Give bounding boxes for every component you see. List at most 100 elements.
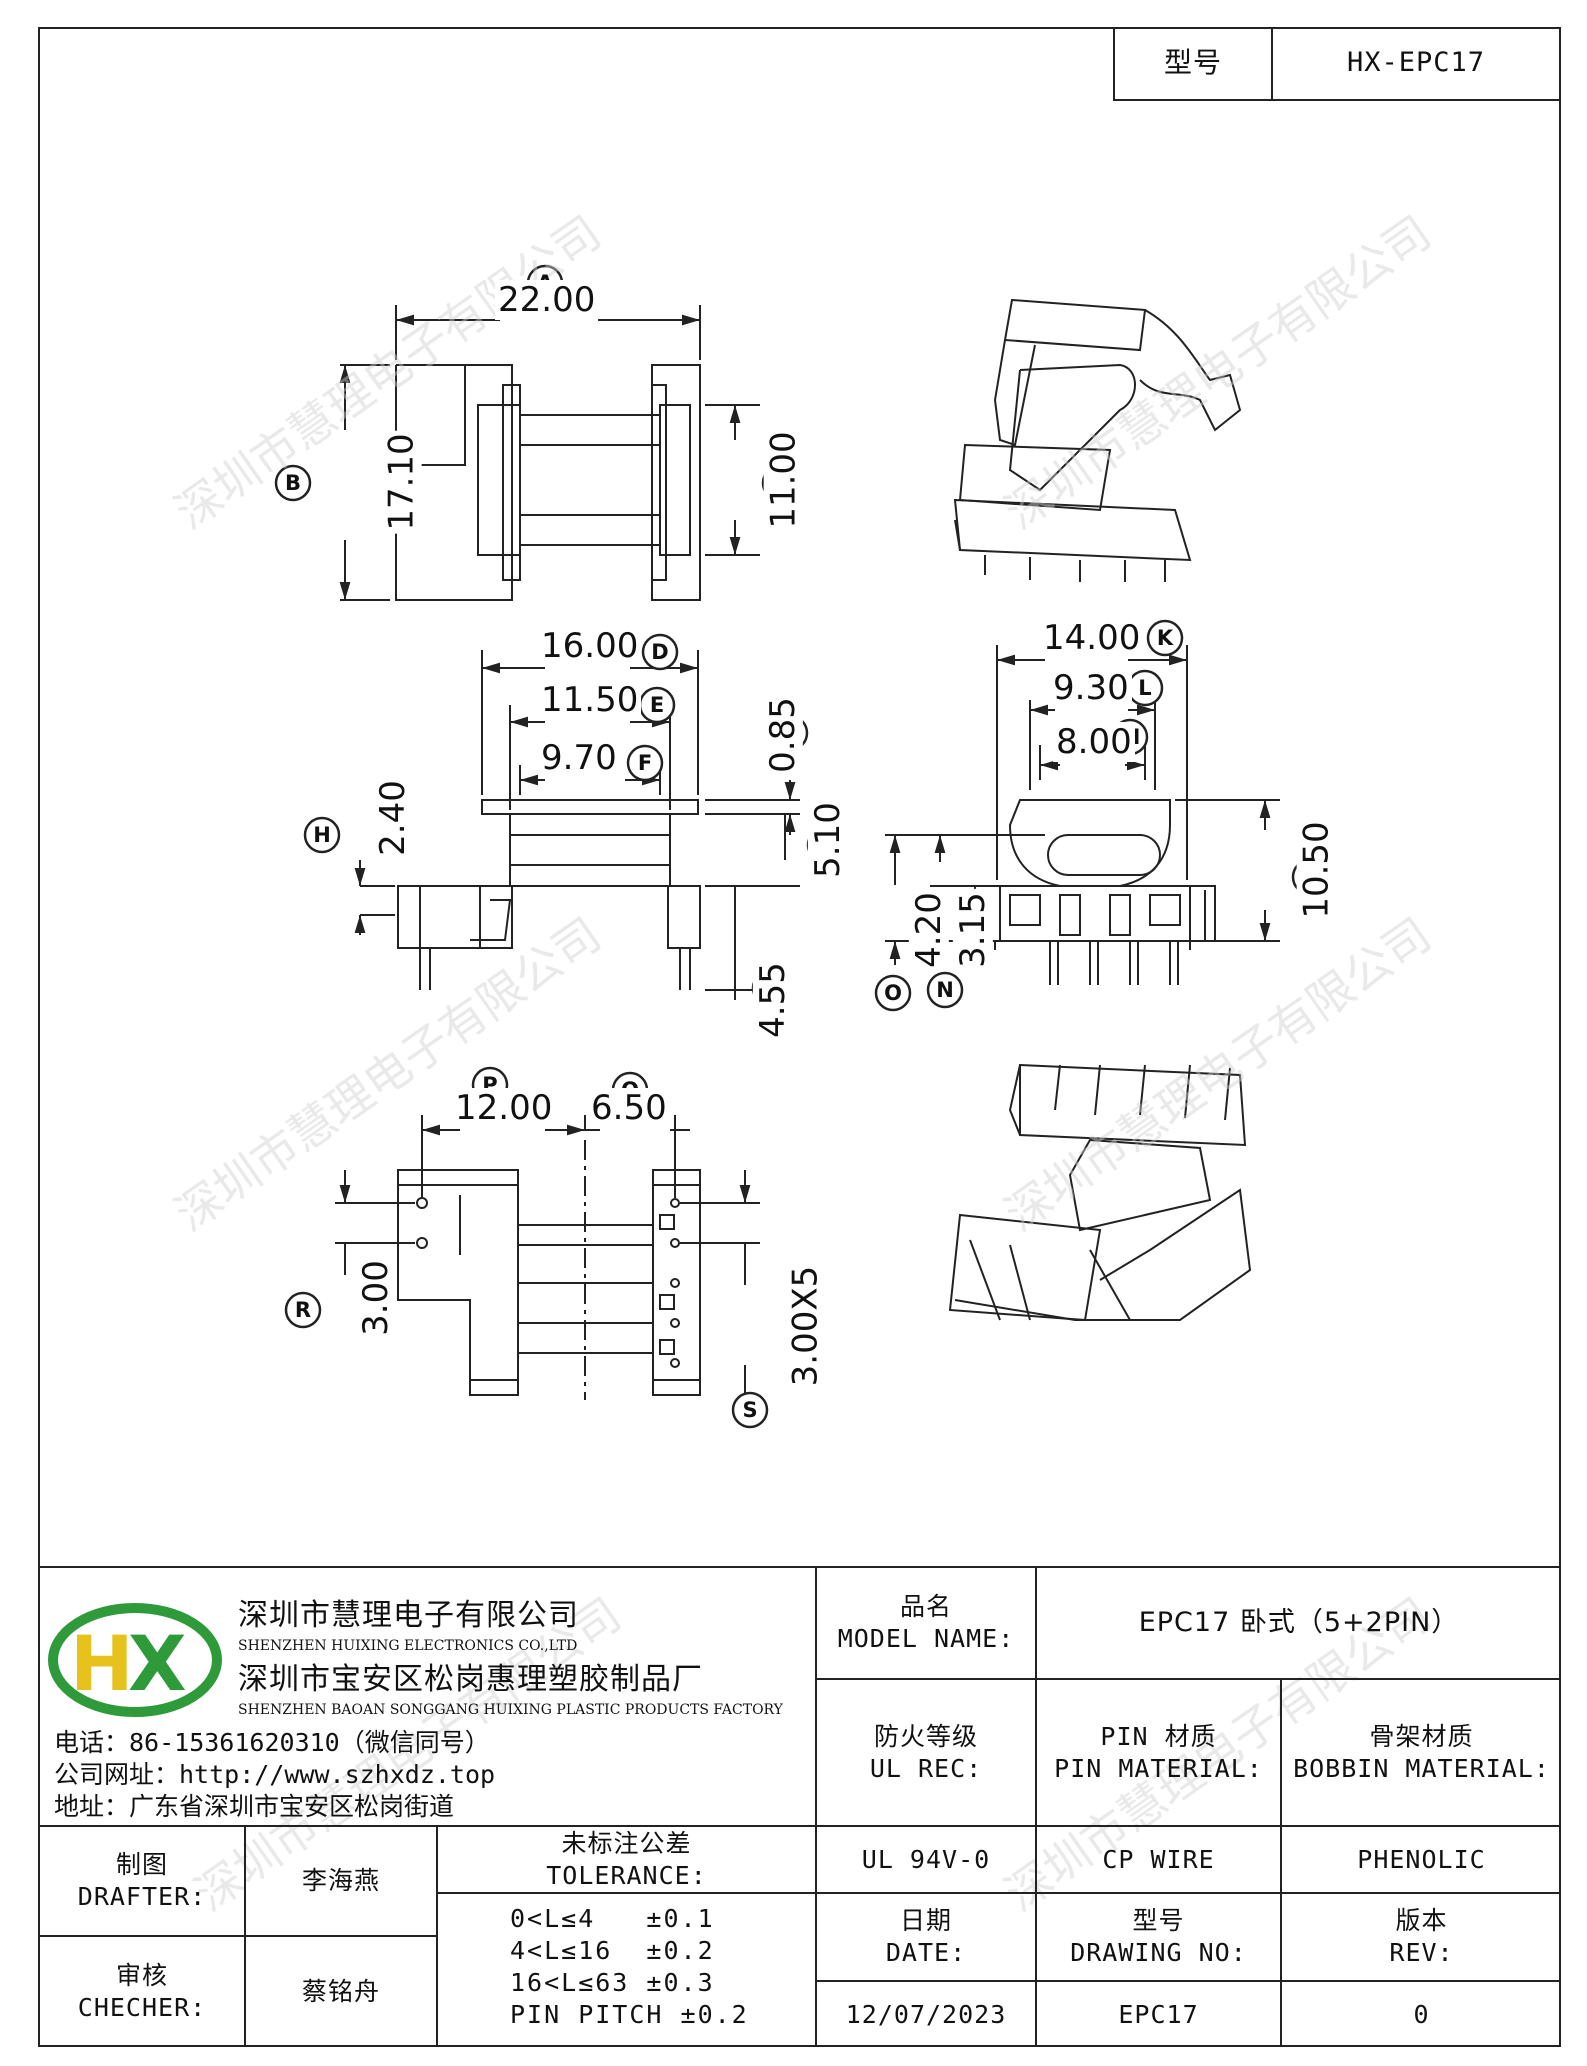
dimension-value-p: 12.00: [452, 1088, 556, 1128]
header-model-value: HX-EPC17: [1346, 47, 1486, 78]
checker-en: CHECHER:: [77, 1993, 207, 2022]
dimension-bubble-n: N: [936, 978, 954, 1002]
pin-en: PIN MATERIAL:: [1054, 1753, 1263, 1783]
tb-line: [38, 1935, 438, 1937]
ul-cn: 防火等级: [873, 1721, 978, 1751]
dimension-value-a: 22.00: [495, 280, 599, 320]
bobbin-value-cell: PHENOLIC: [1282, 1827, 1561, 1892]
header-model-label: 型号: [1163, 46, 1222, 79]
checker-label: 审核 CHECHER:: [40, 1937, 244, 2047]
ul-en: UL REC:: [869, 1753, 983, 1783]
checker-name-cell: 蔡铭舟: [246, 1937, 436, 2047]
company-name-en: SHENZHEN HUIXING ELECTRONICS CO.,LTD: [238, 1638, 578, 1654]
tolerance-en: TOLERANCE:: [546, 1860, 707, 1890]
drawing-no-cn: 型号: [1132, 1906, 1185, 1935]
ul-value: UL 94V-0: [861, 1844, 991, 1874]
pin-cn: PIN 材质: [1100, 1721, 1217, 1751]
tb-line: [1280, 1678, 1282, 2047]
bobbin-value: PHENOLIC: [1357, 1844, 1486, 1874]
dimension-bubble-f: F: [637, 751, 653, 775]
bobbin-cn: 骨架材质: [1369, 1721, 1474, 1751]
dimension-value-g: 5.10: [807, 799, 848, 881]
dimension-bubble-h: H: [313, 823, 331, 847]
pin-value: CP WIRE: [1102, 1844, 1215, 1874]
dimension-bubble-l: L: [1138, 676, 1152, 700]
title-block-top-line: [38, 1566, 1561, 1568]
svg-text:H: H: [70, 1619, 134, 1708]
date-en: DATE:: [885, 1938, 967, 1967]
dimension-bubble-k: K: [1156, 626, 1174, 650]
dimension-value-m: 8.00: [1053, 722, 1135, 762]
tolerance-label: 未标注公差 TOLERANCE:: [438, 1827, 815, 1892]
date-value: 12/07/2023: [845, 1999, 1007, 2029]
factory-name-cn: 深圳市宝安区松岗惠理塑胶制品厂: [238, 1662, 703, 1697]
tb-line: [815, 1892, 1561, 1894]
drafter-en: DRAFTER:: [77, 1882, 207, 1911]
tolerance-line-2: 4<L≤16 ±0.2: [510, 1936, 715, 1965]
bottom-view: [335, 1115, 760, 1400]
dimension-value-r: 10.50: [1296, 818, 1337, 922]
date-label: 日期 DATE:: [817, 1894, 1035, 1980]
company-address: 地址：广东省深圳市宝安区松岗街道: [54, 1792, 455, 1821]
company-website: 公司网址：http://www.szhxdz.top: [54, 1760, 496, 1789]
tb-line: [815, 1980, 1561, 1982]
ul-value-cell: UL 94V-0: [817, 1827, 1035, 1892]
dimension-bubble-r2: R: [294, 1298, 312, 1322]
date-value-cell: 12/07/2023: [817, 1982, 1035, 2047]
company-name-cn: 深圳市慧理电子有限公司: [238, 1598, 579, 1633]
tb-line: [1035, 1566, 1037, 2047]
tb-line: [38, 1825, 1561, 1827]
company-logo: H X: [48, 1603, 222, 1717]
isometric-view-top: [953, 298, 1242, 582]
drawing-no-label: 型号 DRAWING NO:: [1037, 1894, 1280, 1980]
factory-name-en: SHENZHEN BAOAN SONGGANG HUIXING PLASTIC …: [238, 1702, 783, 1718]
dimension-value-q: 6.50: [588, 1088, 670, 1128]
model-name-value: EPC17 卧式（5+2PIN）: [1138, 1607, 1460, 1638]
dimension-value-k: 14.00: [1040, 618, 1144, 658]
rev-value: 0: [1413, 1999, 1430, 2029]
tb-line: [438, 1892, 815, 1894]
model-name-label: 品名 MODEL NAME:: [817, 1568, 1035, 1678]
dimension-value-s: 3.00X5: [785, 1262, 826, 1390]
checker-name: 蔡铭舟: [301, 1977, 380, 2006]
bobbin-material-label: 骨架材质 BOBBIN MATERIAL:: [1282, 1680, 1561, 1825]
isometric-view-bottom: [948, 1063, 1252, 1322]
pin-value-cell: CP WIRE: [1037, 1827, 1280, 1892]
date-cn: 日期: [899, 1906, 952, 1935]
dimension-bubble-d: D: [651, 640, 669, 664]
tolerance-cn: 未标注公差: [561, 1828, 692, 1858]
dimension-value-o: 4.20: [908, 889, 949, 971]
tb-line: [815, 1678, 1561, 1680]
dimension-value-d: 16.00: [538, 626, 642, 666]
header-model-value-cell: HX-EPC17: [1271, 27, 1561, 101]
rev-en: REV:: [1389, 1938, 1454, 1967]
pin-material-label: PIN 材质 PIN MATERIAL:: [1037, 1680, 1280, 1825]
tolerance-line-3: 16<L≤63 ±0.3: [510, 1968, 715, 1997]
drawing-frame: [38, 27, 1561, 2047]
drawing-no-en: DRAWING NO:: [1070, 1938, 1247, 1967]
drafter-label: 制图 DRAFTER:: [40, 1827, 244, 1935]
dimension-value-e: 11.50: [538, 680, 642, 720]
top-view: [339, 305, 760, 601]
side-view: [885, 645, 1280, 985]
dimension-value-l: 9.30: [1050, 668, 1132, 708]
tolerance-line-1: 0<L≤4 ±0.1: [510, 1904, 715, 1933]
drafter-name-cell: 李海燕: [246, 1827, 436, 1935]
tolerance-line-4: PIN PITCH ±0.2: [510, 2000, 749, 2029]
tb-line: [815, 1566, 817, 2047]
drafter-cn: 制图: [115, 1850, 168, 1879]
dimension-value-r2: 3.00: [355, 1257, 396, 1339]
drawing-no-value: EPC17: [1118, 1999, 1199, 2029]
dimension-value-c: 11.00: [763, 428, 804, 532]
dimension-value-h: 2.40: [372, 777, 413, 859]
dimension-bubble-o: O: [884, 981, 902, 1005]
rev-value-cell: 0: [1282, 1982, 1561, 2047]
dimension-bubble-b: B: [284, 471, 301, 495]
model-name-en: MODEL NAME:: [837, 1624, 1015, 1653]
dimension-value-b: 17.10: [381, 430, 422, 534]
bobbin-en: BOBBIN MATERIAL:: [1293, 1753, 1550, 1783]
dimension-value-i: 4.55: [752, 959, 793, 1041]
dimension-value-j: 0.85: [762, 694, 803, 776]
rev-label: 版本 REV:: [1282, 1894, 1561, 1980]
dimension-value-f: 9.70: [538, 738, 620, 778]
